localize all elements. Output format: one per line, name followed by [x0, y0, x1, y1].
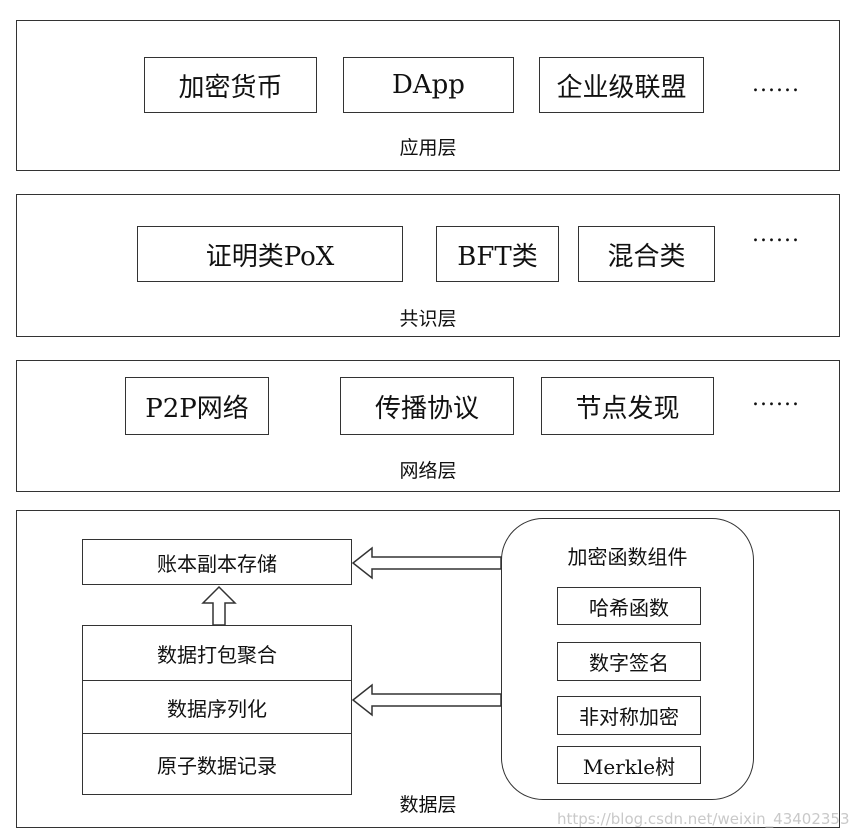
- network-item-propagation-protocol: 传播协议: [340, 377, 514, 435]
- app-item-dapp: DApp: [343, 57, 514, 113]
- network-more-ellipsis: ......: [752, 386, 800, 411]
- consensus-layer-label: 共识层: [399, 308, 457, 330]
- arrow-crypto-to-ledger: [351, 546, 502, 580]
- watermark: https://blog.csdn.net/weixin_43402353: [557, 810, 850, 828]
- arrow-crypto-to-serialize: [351, 683, 502, 717]
- crypto-item-asymmetric-encryption: 非对称加密: [557, 696, 701, 735]
- consensus-item-pox: 证明类PoX: [137, 226, 403, 282]
- data-stack-serialize: 数据序列化: [82, 680, 352, 735]
- crypto-item-digital-signature: 数字签名: [557, 642, 701, 681]
- network-item-p2p: P2P网络: [125, 377, 269, 435]
- data-stack-pack-aggregate: 数据打包聚合: [82, 625, 352, 682]
- app-item-enterprise-alliance: 企业级联盟: [539, 57, 704, 113]
- consensus-more-ellipsis: ......: [752, 222, 800, 247]
- app-layer-label: 应用层: [399, 137, 457, 159]
- arrow-stack-to-ledger: [201, 585, 237, 626]
- network-layer-label: 网络层: [399, 460, 457, 482]
- network-item-node-discovery: 节点发现: [541, 377, 714, 435]
- consensus-item-bft: BFT类: [436, 226, 559, 282]
- crypto-group-title: 加密函数组件: [567, 545, 688, 569]
- ledger-replica-storage: 账本副本存储: [82, 539, 352, 585]
- crypto-item-hash: 哈希函数: [557, 587, 701, 625]
- consensus-item-hybrid: 混合类: [578, 226, 715, 282]
- crypto-item-merkle-tree: Merkle树: [557, 746, 701, 784]
- data-layer-label: 数据层: [399, 794, 457, 816]
- app-more-ellipsis: ......: [752, 72, 800, 97]
- app-item-crypto-currency: 加密货币: [144, 57, 317, 113]
- data-stack-atomic-record: 原子数据记录: [82, 733, 352, 795]
